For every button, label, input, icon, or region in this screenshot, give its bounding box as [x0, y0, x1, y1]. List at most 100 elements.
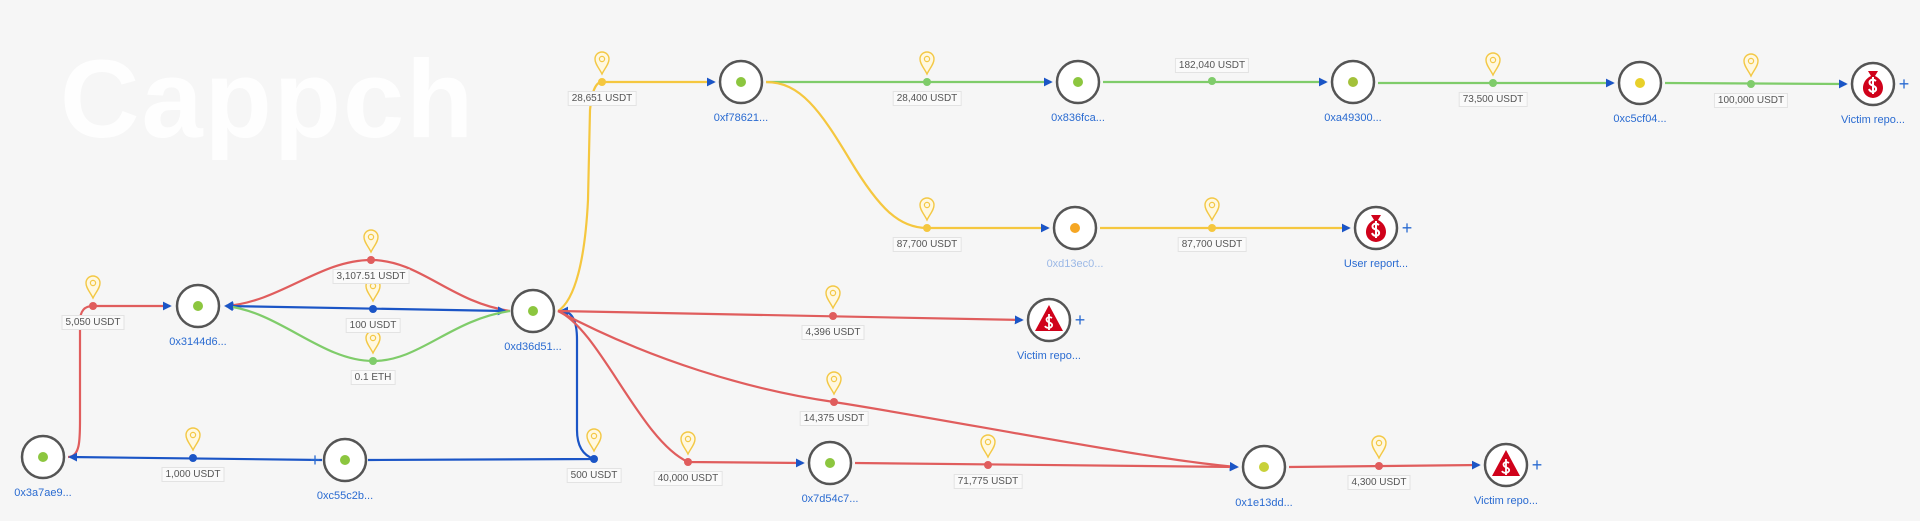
edge-n4-n5[interactable]: [766, 51, 1053, 87]
edge-n4-n9[interactable]: [765, 80, 1050, 233]
warning-dollar-icon: [1035, 305, 1063, 331]
edge-midpoint-dot[interactable]: [984, 461, 992, 469]
edge-line[interactable]: [557, 310, 1239, 471]
edge-line[interactable]: [1288, 460, 1481, 470]
report-node[interactable]: [1483, 442, 1529, 488]
location-pin-icon[interactable]: [1371, 435, 1387, 460]
edge-line[interactable]: [367, 306, 595, 462]
node-label[interactable]: 0xc5cf04...: [1613, 113, 1667, 125]
edge-n7-n8[interactable]: [1664, 53, 1848, 89]
address-node[interactable]: [510, 288, 556, 334]
node-label[interactable]: Victim repo...: [1841, 114, 1905, 126]
report-node[interactable]: [1353, 205, 1399, 251]
location-pin-icon[interactable]: [1204, 197, 1220, 222]
edge-n3-n4[interactable]: [557, 51, 716, 312]
address-node[interactable]: [1052, 205, 1098, 251]
expand-plus-icon[interactable]: +: [309, 450, 321, 470]
edge-line[interactable]: [1664, 79, 1848, 89]
edge-midpoint-dot[interactable]: [829, 312, 837, 320]
edge-amount-label: 4,396 USDT: [801, 325, 865, 340]
report-node[interactable]: [1026, 297, 1072, 343]
edge-n3-n13[interactable]: [557, 310, 1239, 471]
edge-line[interactable]: [765, 80, 1050, 233]
edge-midpoint-dot[interactable]: [1747, 80, 1755, 88]
location-pin-icon[interactable]: [594, 51, 610, 76]
edge-midpoint-dot[interactable]: [590, 455, 598, 463]
edge-n9-n10[interactable]: [1100, 197, 1351, 233]
edge-n3-n11[interactable]: [557, 285, 1024, 325]
node-label[interactable]: 0xd36d51...: [504, 341, 562, 353]
location-pin-icon[interactable]: [980, 434, 996, 459]
edge-midpoint-dot[interactable]: [367, 256, 375, 264]
edge-line[interactable]: [557, 77, 716, 312]
location-pin-icon[interactable]: [825, 285, 841, 310]
address-node[interactable]: [1055, 59, 1101, 105]
node-label[interactable]: Victim repo...: [1017, 350, 1081, 362]
edge-midpoint-dot[interactable]: [923, 224, 931, 232]
location-pin-icon[interactable]: [586, 428, 602, 453]
address-node[interactable]: [1241, 444, 1287, 490]
edge-midpoint-dot[interactable]: [1208, 77, 1216, 85]
node-label[interactable]: 0xf78621...: [713, 112, 769, 124]
node-label[interactable]: User report...: [1343, 258, 1409, 270]
report-node[interactable]: [1850, 61, 1896, 107]
node-label[interactable]: 0x836fca...: [1051, 112, 1105, 124]
location-pin-icon[interactable]: [1743, 53, 1759, 78]
edge-line[interactable]: [557, 309, 805, 468]
edge-midpoint-dot[interactable]: [598, 78, 606, 86]
node-label[interactable]: 0x1e13dd...: [1235, 497, 1293, 509]
edge-n13-n14[interactable]: [1288, 435, 1481, 470]
edge-n0-n1[interactable]: [67, 275, 172, 459]
expand-plus-icon[interactable]: +: [1401, 218, 1413, 238]
edge-n12-n13[interactable]: [854, 434, 1239, 472]
address-node[interactable]: [1617, 60, 1663, 106]
edge-midpoint-dot[interactable]: [369, 305, 377, 313]
edge-line[interactable]: [225, 304, 507, 316]
edge-midpoint-dot[interactable]: [89, 302, 97, 310]
location-pin-icon[interactable]: [363, 229, 379, 254]
expand-plus-icon[interactable]: +: [1531, 455, 1543, 475]
edge-midpoint-dot[interactable]: [684, 458, 692, 466]
edge-midpoint-dot[interactable]: [1489, 79, 1497, 87]
edge-n3-n1[interactable]: [224, 302, 511, 365]
edge-midpoint-dot[interactable]: [830, 398, 838, 406]
edge-n6-n7[interactable]: [1378, 52, 1615, 88]
edge-n3-n12[interactable]: [557, 309, 805, 468]
location-pin-icon[interactable]: [1485, 52, 1501, 77]
location-pin-icon[interactable]: [85, 275, 101, 300]
location-pin-icon[interactable]: [680, 431, 696, 456]
edge-n5-n6[interactable]: [1103, 77, 1328, 87]
address-node[interactable]: [718, 59, 764, 105]
edge-midpoint-dot[interactable]: [189, 454, 197, 462]
expand-plus-icon[interactable]: +: [1898, 74, 1910, 94]
node-label[interactable]: 0xa49300...: [1324, 112, 1382, 124]
address-node[interactable]: [322, 437, 368, 483]
edge-n3-n1[interactable]: [224, 229, 511, 313]
edge-midpoint-dot[interactable]: [369, 357, 377, 365]
edge-midpoint-dot[interactable]: [1375, 462, 1383, 470]
location-pin-icon[interactable]: [826, 371, 842, 396]
location-pin-icon[interactable]: [365, 330, 381, 355]
edge-line[interactable]: [557, 309, 1024, 325]
node-label[interactable]: 0xc55c2b...: [316, 490, 374, 502]
node-label[interactable]: 0x7d54c7...: [801, 493, 859, 505]
location-pin-icon[interactable]: [919, 51, 935, 76]
edge-midpoint-dot[interactable]: [1208, 224, 1216, 232]
node-label[interactable]: 0xd13ec0...: [1046, 258, 1104, 270]
address-node[interactable]: [807, 440, 853, 486]
node-label[interactable]: 0x3144d6...: [169, 336, 227, 348]
address-node[interactable]: [175, 283, 221, 329]
location-pin-icon[interactable]: [185, 427, 201, 452]
address-node[interactable]: [20, 434, 66, 480]
edge-n2-n0[interactable]: [68, 427, 323, 462]
location-pin-icon[interactable]: [919, 197, 935, 222]
edge-line[interactable]: [854, 461, 1239, 472]
node-label[interactable]: Victim repo...: [1474, 495, 1538, 507]
edge-midpoint-dot[interactable]: [923, 78, 931, 86]
edge-amount-label: 71,775 USDT: [953, 474, 1023, 489]
edge-n2-n3[interactable]: [367, 306, 602, 463]
expand-plus-icon[interactable]: +: [1074, 310, 1086, 330]
node-label[interactable]: 0x3a7ae9...: [14, 487, 72, 499]
address-node[interactable]: [1330, 59, 1376, 105]
